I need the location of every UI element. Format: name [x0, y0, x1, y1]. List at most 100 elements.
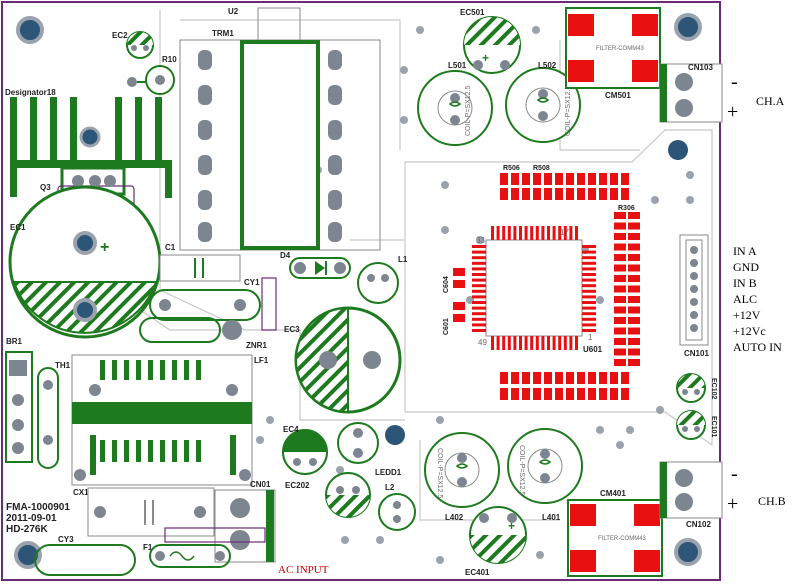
pin-number: 1	[588, 333, 593, 342]
smd-resistor	[566, 188, 574, 200]
trm1-label: TRM1	[212, 29, 234, 38]
mcu-pin	[582, 317, 596, 321]
l501-inductor	[417, 70, 493, 146]
mcu-pin	[472, 284, 486, 288]
mcu-pin	[535, 226, 539, 240]
smd-resistor	[599, 173, 607, 185]
mcu-pin	[558, 336, 562, 350]
smd-resistor	[522, 388, 530, 400]
io-label-in-b: IN B	[733, 276, 757, 290]
smd-resistor	[614, 243, 626, 251]
l502-label: L502	[538, 61, 557, 70]
c604-label: C604	[443, 276, 450, 293]
board-id-text: FMA-1000901 2011-09-01 HD-276K	[6, 502, 70, 535]
smd-resistor	[628, 359, 640, 366]
mcu-pin	[582, 256, 596, 260]
mcu-pin	[472, 295, 486, 299]
smd-resistor	[522, 173, 530, 185]
lf1-label: LF1	[254, 356, 269, 365]
mcu-pin	[552, 226, 556, 240]
smd-resistor	[628, 275, 640, 282]
ec501-capacitor: +	[463, 16, 521, 74]
cn01-label: CN01	[250, 480, 271, 489]
cn103-label: CN103	[688, 63, 713, 72]
smd-resistor	[628, 317, 640, 324]
smd-resistor	[544, 372, 552, 384]
cm401-choke	[567, 499, 663, 577]
d4-diode	[289, 257, 351, 279]
smd-resistor	[614, 348, 626, 356]
filter-label: FILTER-COMM43	[596, 46, 645, 52]
mcu-pin	[472, 273, 486, 276]
ec3-label: EC3	[284, 325, 300, 334]
th1-thermistor	[37, 367, 59, 469]
smd-resistor	[588, 372, 596, 384]
chb-label: CH.B	[758, 494, 786, 508]
smd-resistor	[511, 388, 519, 400]
br1-bridge	[5, 351, 33, 463]
io-label-alc: ALC	[733, 292, 757, 306]
mcu-pin	[582, 295, 596, 299]
smd-resistor	[555, 173, 563, 185]
cy1-label: CY1	[244, 278, 260, 287]
cn101-header	[679, 234, 709, 346]
smd-resistor	[533, 372, 541, 384]
mcu-pin	[502, 336, 506, 350]
svg-text:+: +	[508, 519, 515, 533]
mcu-pin	[524, 336, 528, 350]
smd-resistor	[628, 243, 640, 251]
mcu-pin	[472, 289, 486, 293]
cx1-label: CX1	[73, 488, 89, 497]
mcu-pin	[582, 289, 596, 293]
l502-inductor	[505, 67, 581, 143]
r306-label: R306	[618, 205, 635, 212]
l1-inductor	[357, 262, 399, 304]
smd-resistor	[577, 188, 585, 200]
smd-resistor	[544, 388, 552, 400]
mcu-pin	[582, 329, 596, 332]
smd-resistors	[453, 173, 640, 400]
pin-number: 17	[560, 228, 569, 237]
smd-resistor	[522, 372, 530, 384]
smd-resistor	[555, 388, 563, 400]
ec401-capacitor: +	[469, 506, 527, 564]
smd-resistor	[628, 327, 640, 335]
smd-resistor	[577, 173, 585, 185]
io-label-auto-in: AUTO IN	[733, 340, 782, 354]
smd-capacitor	[453, 302, 465, 310]
mcu-pin	[513, 226, 517, 240]
mcu-pin	[575, 336, 578, 350]
u2-label: U2	[228, 7, 239, 16]
coil-label: COIL-P=SX12.5	[465, 86, 472, 136]
r508-label: R508	[533, 165, 550, 172]
l501-label: L501	[448, 61, 467, 70]
ec202-capacitor	[325, 472, 371, 518]
smd-resistor	[628, 264, 640, 272]
coil-label: COIL-P=SX12.5	[436, 448, 443, 498]
mcu-pin	[472, 250, 486, 254]
smd-resistor	[599, 372, 607, 384]
l2-label: L2	[385, 483, 395, 492]
r506-label: R506	[503, 165, 520, 172]
mcu-pin	[563, 226, 567, 240]
smd-resistor	[628, 233, 640, 240]
svg-text:FMA-1000901: FMA-1000901	[6, 502, 70, 513]
smd-resistor	[588, 173, 596, 185]
smd-resistor	[628, 285, 640, 293]
smd-resistor	[533, 388, 541, 400]
ec101-label: EC101	[710, 416, 717, 438]
smd-resistor	[599, 188, 607, 200]
cn102-label: CN102	[686, 520, 711, 529]
mcu-pin	[472, 301, 486, 304]
mcu-pin	[563, 336, 567, 350]
smd-resistor	[566, 388, 574, 400]
mcu-pin	[472, 329, 486, 332]
io-label-in-a: IN A	[733, 244, 757, 258]
ec2-capacitor	[126, 31, 154, 59]
mcu-pin	[472, 256, 486, 260]
smd-resistor	[577, 388, 585, 400]
mcu-pin	[519, 336, 522, 350]
mcu-pin	[524, 226, 528, 240]
resistor-outline	[164, 527, 266, 543]
smd-resistor	[628, 254, 640, 261]
